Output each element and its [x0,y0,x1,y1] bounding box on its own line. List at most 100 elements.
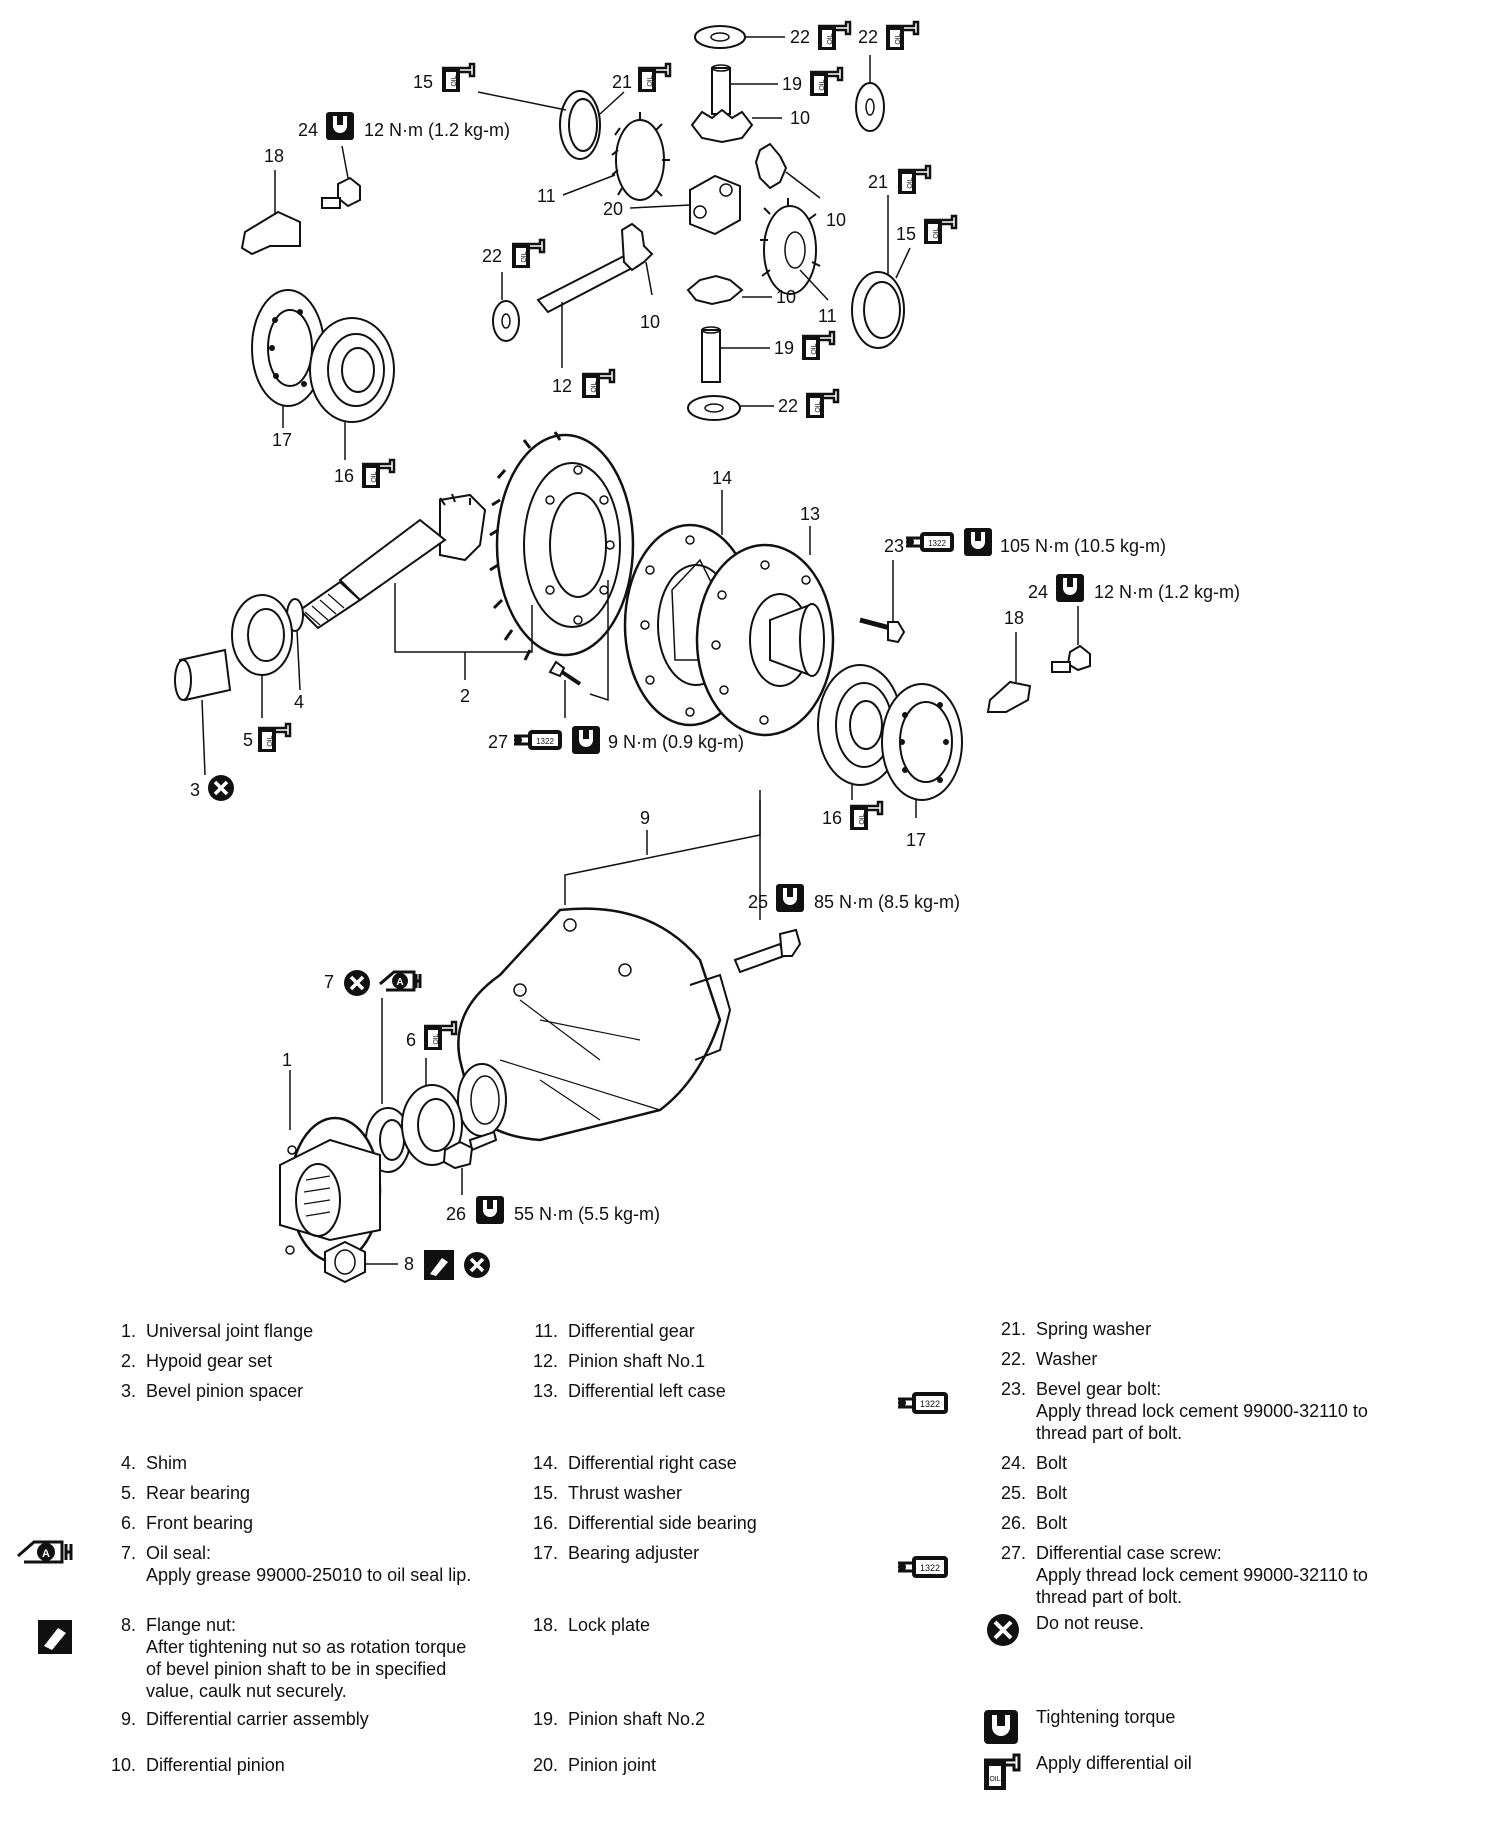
svg-text:22: 22 [482,246,502,266]
carrier-housing-9 [457,907,732,1142]
pinion-shaft-12: 12 10 [536,222,660,400]
svg-text:4: 4 [294,692,304,712]
pinion-shaft-19-top: 19 [711,64,844,115]
universal-joint-flange-1: 1 [279,1050,382,1264]
torque-23: 105 N·m (10.5 kg-m) [1000,536,1166,556]
svg-text:15: 15 [896,224,916,244]
legend-icons: A 1322 1322 OIL [17,1392,1021,1790]
hypoid-gear-set-2-bracket: 2 [394,583,533,706]
washer-22-bottom: 22 [687,388,840,421]
svg-text:3: 3 [190,780,200,800]
svg-text:19: 19 [782,74,802,94]
bearing-adjuster-17-right: 17 [881,683,963,850]
svg-text:5: 5 [243,730,253,750]
pinion-shaft-19-bottom: 19 [701,326,836,383]
ring-gear [489,431,635,661]
svg-text:22: 22 [778,396,798,416]
carrier-9-leader: 9 [564,790,761,920]
drive-pinion [298,493,487,630]
svg-text:25: 25 [748,892,768,912]
bolt-24-right: 24 12 N·m (1.2 kg-m) [1028,574,1240,673]
thread-lock-icon: 1322 [898,1392,948,1414]
washer-22-right [855,55,885,132]
differential-pinion-10-top: 10 [690,108,810,144]
bevel-gear-bolt-23: 23 105 N·m (10.5 kg-m) [859,528,1166,644]
flange-nut-8: 8 [324,1240,492,1284]
differential-pinion-10-right: 10 [754,142,846,230]
pinion-joint-20: 20 [603,174,741,236]
torque-27: 9 N·m (0.9 kg-m) [608,732,744,752]
bolt-25: 25 85 N·m (8.5 kg-m) [733,884,960,974]
svg-text:10: 10 [790,108,810,128]
lock-plate-18-right: 18 [986,608,1032,713]
bevel-pinion-spacer-3: 3 [174,648,236,803]
svg-text:18: 18 [264,146,284,166]
svg-text:22: 22 [790,27,810,47]
svg-text:17: 17 [272,430,292,450]
bearing-adjuster-17-left: 17 [251,289,325,450]
svg-text:15: 15 [413,72,433,92]
caulk-icon [38,1620,72,1654]
svg-text:18: 18 [1004,608,1024,628]
thrust-washer-15-right [851,247,911,349]
spring-washer-21-right: 21 15 [868,164,958,290]
torque-24-right: 12 N·m (1.2 kg-m) [1094,582,1240,602]
svg-text:22: 22 [858,27,878,47]
svg-text:10: 10 [640,312,660,332]
thread-lock-icon: 1322 [898,1556,948,1578]
washer-22-left: 22 [482,238,546,342]
svg-text:A: A [42,1548,50,1560]
front-bearing-6: 6 [401,1020,463,1166]
svg-text:24: 24 [298,120,318,140]
thrust-washer-15-left: 15 21 [413,62,672,160]
svg-text:21: 21 [868,172,888,192]
washer-22-top: 22 22 [694,20,920,52]
oil-seal-7-label: 7 [324,968,422,1104]
differential-pinion-10-bottom: 10 [686,274,796,307]
svg-text:12: 12 [552,376,572,396]
differential-gear-11-left: 11 [537,112,670,206]
bolt-26: 26 55 N·m (5.5 kg-m) [442,1130,660,1224]
lock-plate-18-left: 18 [240,146,301,256]
grease-icon: A [17,1540,73,1564]
svg-text:7: 7 [324,972,334,992]
torque-26: 55 N·m (5.5 kg-m) [514,1204,660,1224]
differential-gear-11-right: 11 [760,198,837,326]
svg-text:14: 14 [712,468,732,488]
svg-text:16: 16 [334,466,354,486]
do-not-reuse-icon [987,1614,1019,1646]
exploded-diagram: OIL 1322 A 22 [174,20,1240,1284]
torque-icon [984,1710,1018,1744]
svg-text:OIL: OIL [989,1776,1000,1783]
svg-text:23: 23 [884,536,904,556]
bolt-24-top: 24 12 N·m (1.2 kg-m) [298,112,510,209]
torque-25: 85 N·m (8.5 kg-m) [814,892,960,912]
svg-text:20: 20 [603,199,623,219]
rear-bearing-5: 5 [231,594,293,754]
svg-text:16: 16 [822,808,842,828]
svg-text:10: 10 [826,210,846,230]
svg-text:11: 11 [818,306,837,326]
svg-text:6: 6 [406,1030,416,1050]
svg-text:11: 11 [537,186,556,206]
svg-text:1322: 1322 [920,1399,940,1409]
svg-text:19: 19 [774,338,794,358]
svg-text:1322: 1322 [920,1563,940,1573]
screw-27: 27 9 N·m (0.9 kg-m) [488,580,744,754]
side-bearing-16-left: 16 [309,317,396,490]
svg-text:21: 21 [612,72,632,92]
diff-left-case-13: 13 [695,504,835,737]
oil-icon: OIL [984,1753,1021,1790]
svg-text:2: 2 [460,686,470,706]
svg-text:1: 1 [282,1050,292,1070]
svg-text:24: 24 [1028,582,1048,602]
side-bearing-16-right: 16 [817,664,903,832]
svg-text:8: 8 [404,1254,414,1274]
svg-text:10: 10 [776,287,796,307]
torque-24-top: 12 N·m (1.2 kg-m) [364,120,510,140]
svg-text:9: 9 [640,808,650,828]
svg-text:27: 27 [488,732,508,752]
svg-text:26: 26 [446,1204,466,1224]
svg-text:17: 17 [906,830,926,850]
svg-text:13: 13 [800,504,820,524]
